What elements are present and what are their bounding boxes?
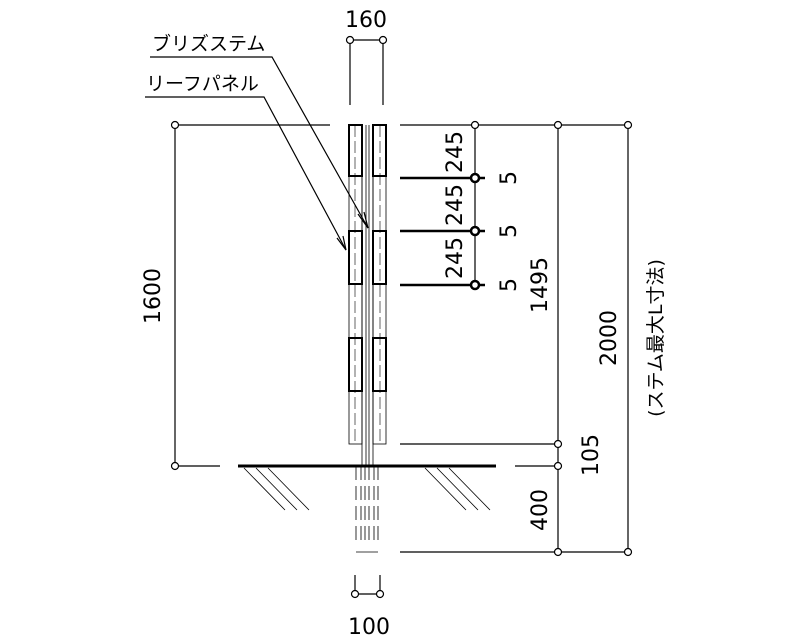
dim-span-1495: 1495 [528, 257, 553, 313]
dim-gap-2: 5 [497, 224, 522, 238]
dim-height-1600: 1600 [141, 268, 166, 324]
dim-stem-2000: 2000 [597, 310, 622, 366]
dim-clearance-105: 105 [579, 434, 604, 476]
label-stem: ブリズステム [152, 32, 265, 55]
label-panel: リーフパネル [146, 73, 259, 95]
stem-and-panels [348, 124, 387, 553]
leader-lines [145, 56, 369, 251]
dim-embed-400: 400 [528, 489, 553, 531]
dim-bottom-width: 100 [348, 615, 390, 640]
dim-spacing-3: 245 [443, 237, 468, 279]
dimension-lines [170, 35, 633, 599]
dim-spacing-2: 245 [443, 184, 468, 226]
ground [238, 464, 496, 511]
dim-spacing-1: 245 [443, 131, 468, 173]
dim-top-width: 160 [345, 8, 387, 33]
dim-gap-3: 5 [497, 278, 522, 292]
dim-gap-1: 5 [497, 171, 522, 185]
dim-stem-note: (ステム最大L寸法) [645, 259, 667, 417]
